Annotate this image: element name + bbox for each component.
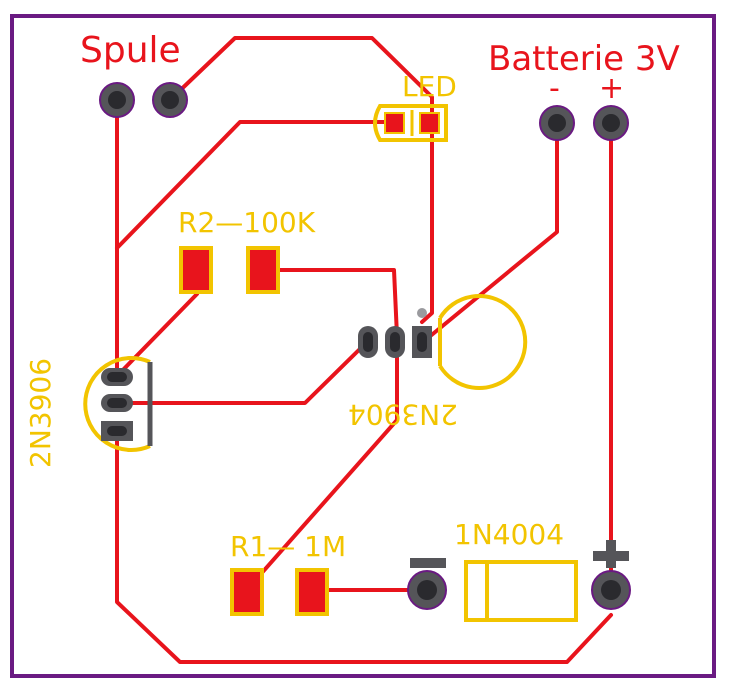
- diode-pad-anode: [591, 570, 631, 610]
- r2-pad-1: [179, 246, 213, 294]
- diode-minus-mark: [410, 558, 446, 568]
- diode-label: 1N4004: [454, 518, 564, 551]
- battery-minus-label: -: [549, 71, 560, 106]
- trace-bottom-loop: [115, 429, 613, 664]
- trace-battery-minus: [421, 121, 559, 344]
- r2-pad-2: [246, 246, 280, 294]
- q2-pin-2-hole: [390, 332, 400, 352]
- led-pad-anode: [384, 112, 405, 134]
- coil-pad-2: [152, 82, 188, 118]
- coil-label: Spule: [80, 30, 181, 71]
- diode-footprint: [410, 540, 629, 622]
- q2-silkscreen: [438, 294, 528, 390]
- battery-plus-pad: [593, 105, 629, 141]
- coil-pad-1: [99, 82, 135, 118]
- battery-label: Batterie 3V: [488, 39, 680, 79]
- trace-coil-top: [168, 36, 434, 125]
- led-silkscreen: [373, 104, 448, 142]
- q1-footprint: [83, 356, 153, 452]
- q2-label: 2N3904: [348, 398, 458, 431]
- battery-plus-label: +: [599, 71, 624, 106]
- trace-r2-to-q1: [115, 292, 199, 378]
- board-outline: [10, 14, 716, 678]
- trace-q1-base: [115, 340, 369, 405]
- pads: [99, 82, 631, 610]
- q1-pin-1-hole: [107, 372, 127, 382]
- q1-silkscreen: [83, 356, 151, 452]
- led-footprint: [373, 104, 448, 142]
- r1-label: R1— 1M: [230, 530, 346, 563]
- battery-minus-pad: [539, 105, 575, 141]
- led-pad-cathode: [419, 112, 440, 134]
- r2-label: R2—100K: [178, 206, 316, 239]
- q1-pin-3-hole: [107, 426, 127, 436]
- trace-led-cathode: [420, 121, 434, 324]
- diode-body: [464, 560, 578, 622]
- r1-pad-1: [230, 568, 264, 616]
- diode-pad-cathode: [407, 570, 447, 610]
- q1-label: 2N3906: [24, 358, 57, 468]
- diode-plus-mark-v: [606, 540, 616, 568]
- r1-pad-2: [295, 568, 329, 616]
- led-label: LED: [402, 70, 457, 103]
- trace-led-anode: [115, 120, 394, 250]
- q2-pin1-marker: [417, 308, 427, 318]
- r2-footprint: [179, 246, 280, 294]
- q2-pin-1-hole: [363, 332, 373, 352]
- q2-pin-3-hole: [417, 332, 427, 352]
- r1-footprint: [230, 568, 329, 616]
- q2-footprint: [358, 294, 528, 390]
- q1-pin-2-hole: [107, 398, 127, 408]
